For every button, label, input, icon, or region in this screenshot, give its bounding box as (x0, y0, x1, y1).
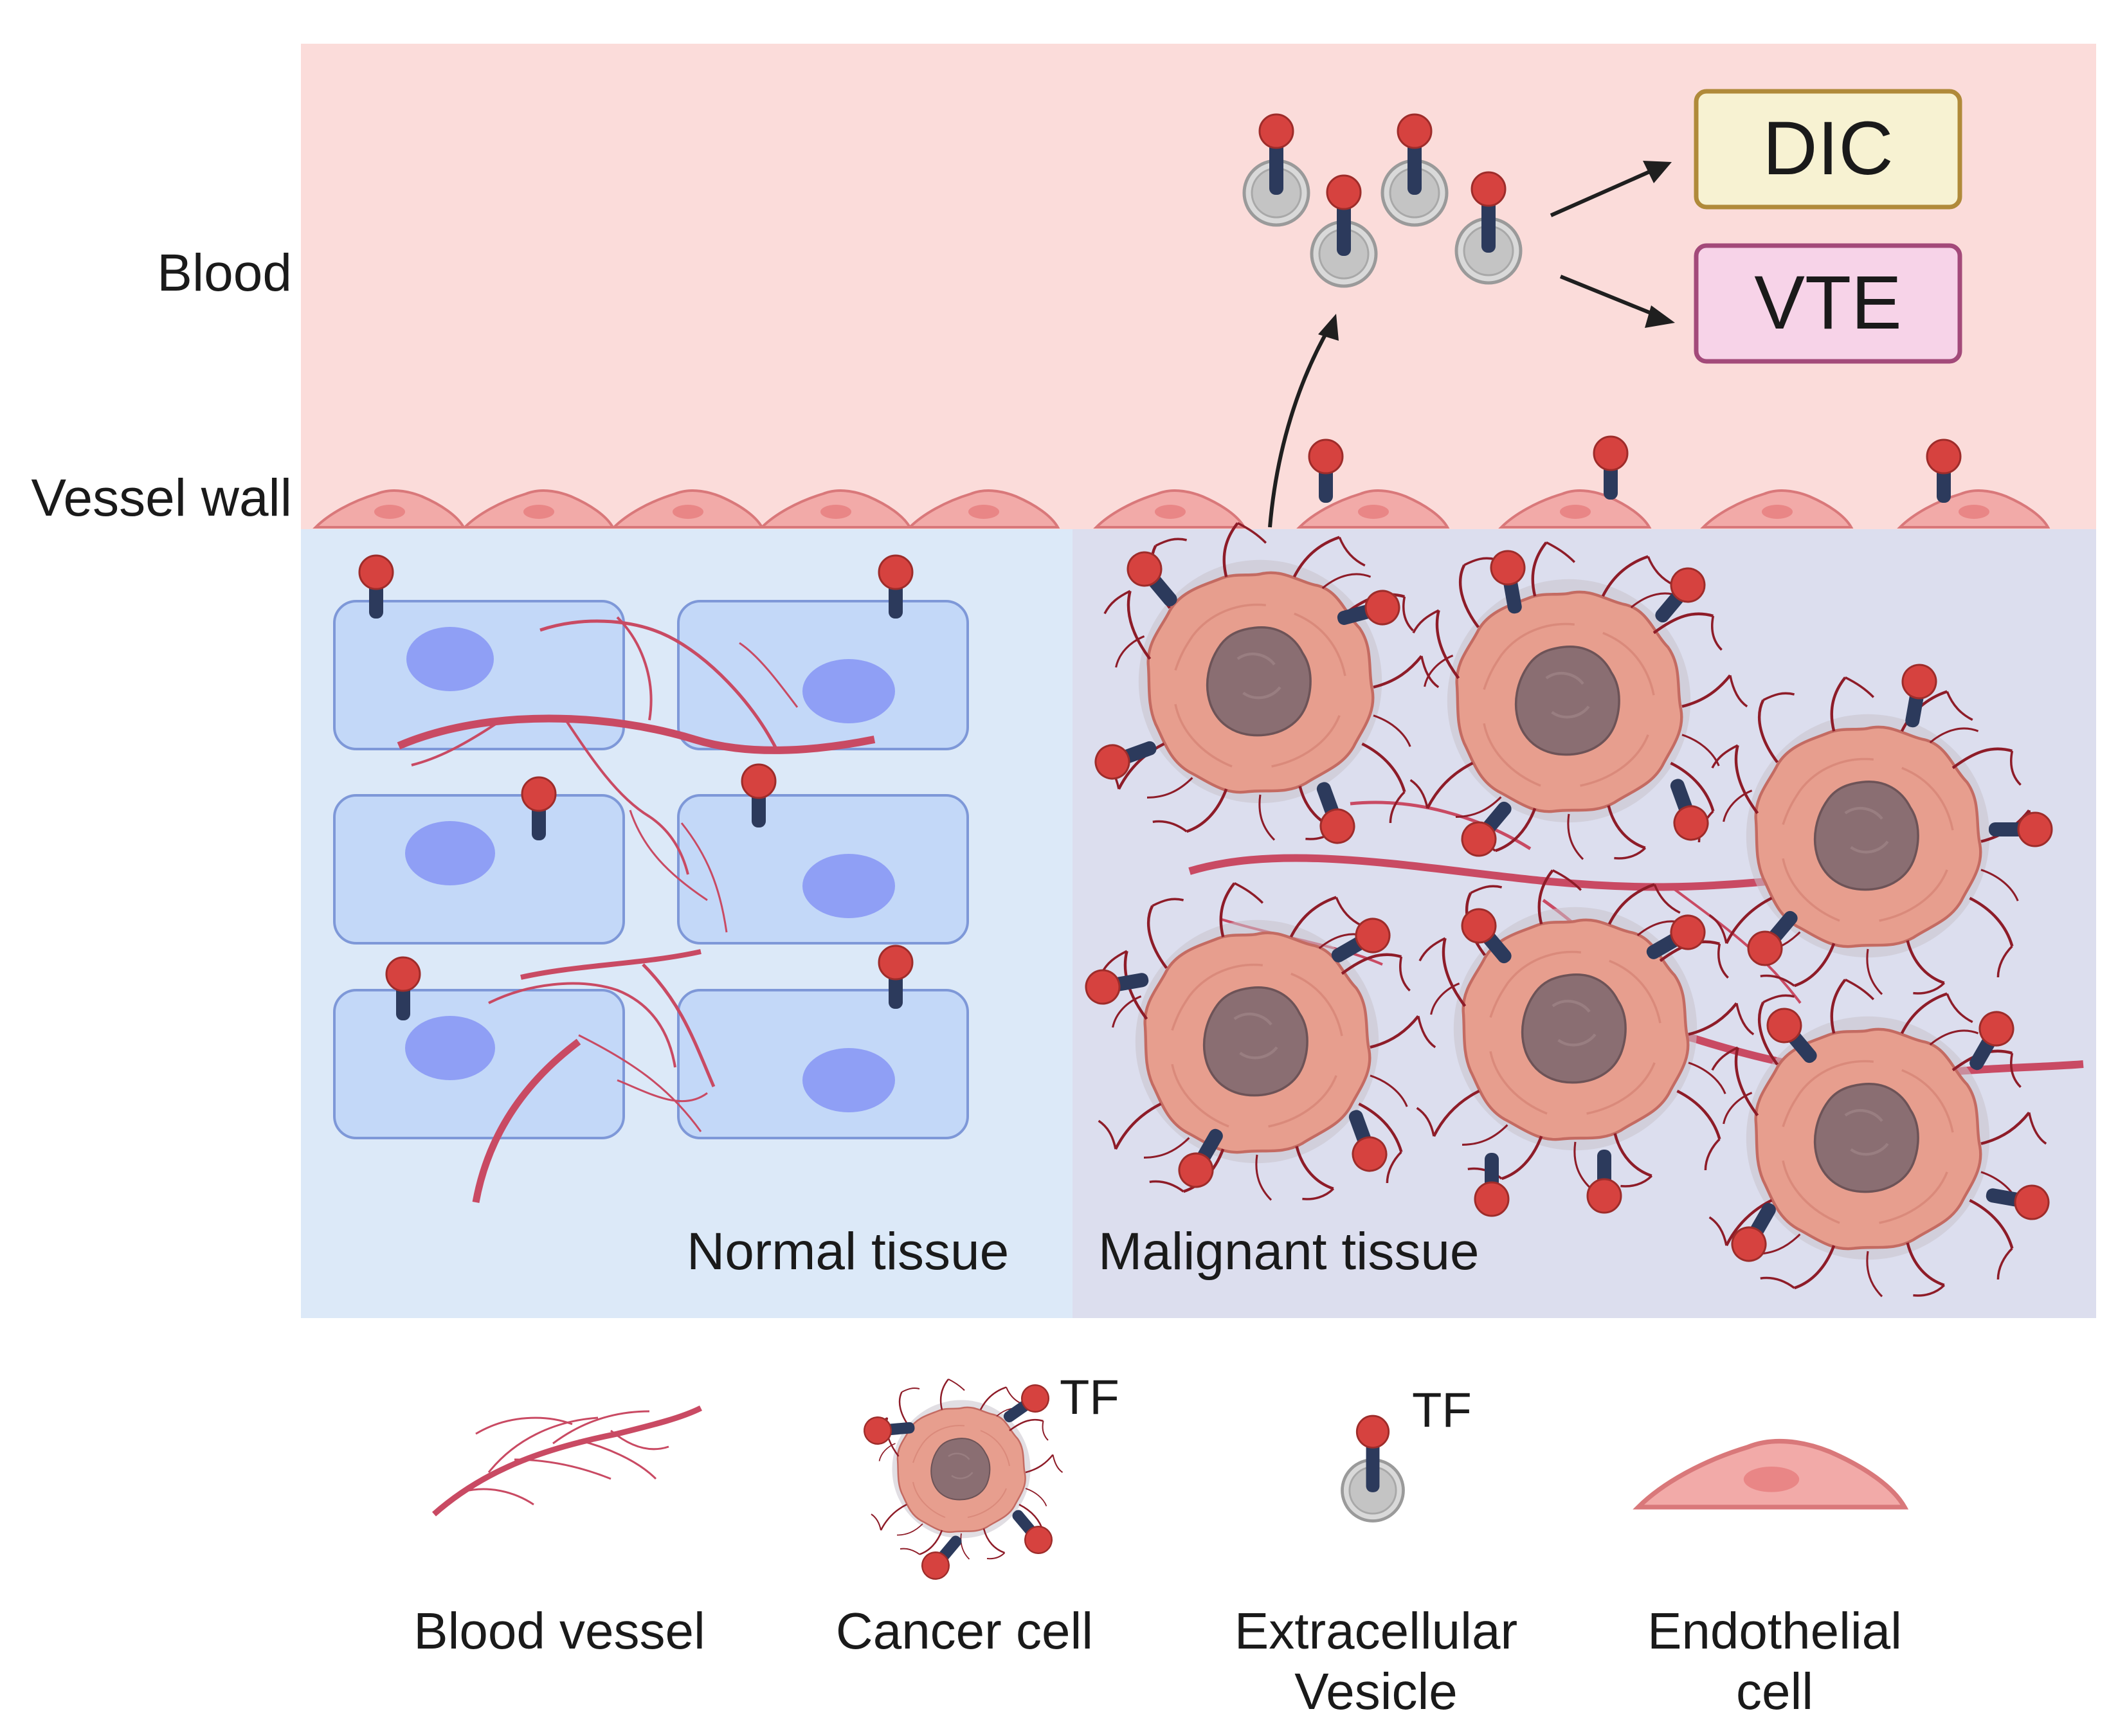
arrow-to-vte-head (1645, 305, 1675, 328)
normal-blood-vessels (397, 616, 876, 1203)
legend-vesicle-label: Extracellular Vesicle (1196, 1601, 1556, 1722)
cancer-cell-text: Cancer cell (835, 1602, 1094, 1659)
legend-cancer-cell-label: Cancer cell (791, 1601, 1138, 1661)
vesicle-tf-label: TF (1412, 1383, 1472, 1438)
dic-label: DIC (1762, 106, 1894, 191)
vte-label: VTE (1754, 260, 1902, 345)
vessel-wall-label: Vessel wall (31, 469, 292, 527)
blood-vessel-icon (432, 1405, 703, 1517)
vesicle-text-line1: Extracellular (1234, 1602, 1518, 1659)
blood-label: Blood (157, 244, 292, 302)
vte-box (1694, 243, 1962, 364)
cancer-tf-label: TF (1060, 1370, 1119, 1425)
legend (432, 1378, 1905, 1586)
legend-blood-vessel-label: Blood vessel (386, 1601, 733, 1661)
arrow-to-dic-head (1643, 161, 1672, 183)
blood-vessel-text: Blood vessel (413, 1602, 705, 1659)
arrow-to-blood-head (1318, 314, 1339, 341)
arrow-to-vte (1559, 275, 1657, 317)
legend-endothelial-label: Endothelial cell (1607, 1601, 1942, 1722)
normal-tissue-label: Normal tissue (687, 1222, 1009, 1281)
normal-cells (333, 554, 969, 1139)
arrows (1268, 161, 1675, 528)
endothelial-text-line2: cell (1735, 1663, 1814, 1721)
endothelial-text-line1: Endothelial (1647, 1602, 1902, 1659)
arrow-to-blood (1268, 323, 1333, 528)
malignant-tissue-label: Malignant tissue (1098, 1222, 1480, 1281)
vesicle-text-line2: Vesicle (1294, 1663, 1458, 1721)
arrow-to-dic (1550, 168, 1654, 217)
dic-box (1694, 89, 1962, 210)
